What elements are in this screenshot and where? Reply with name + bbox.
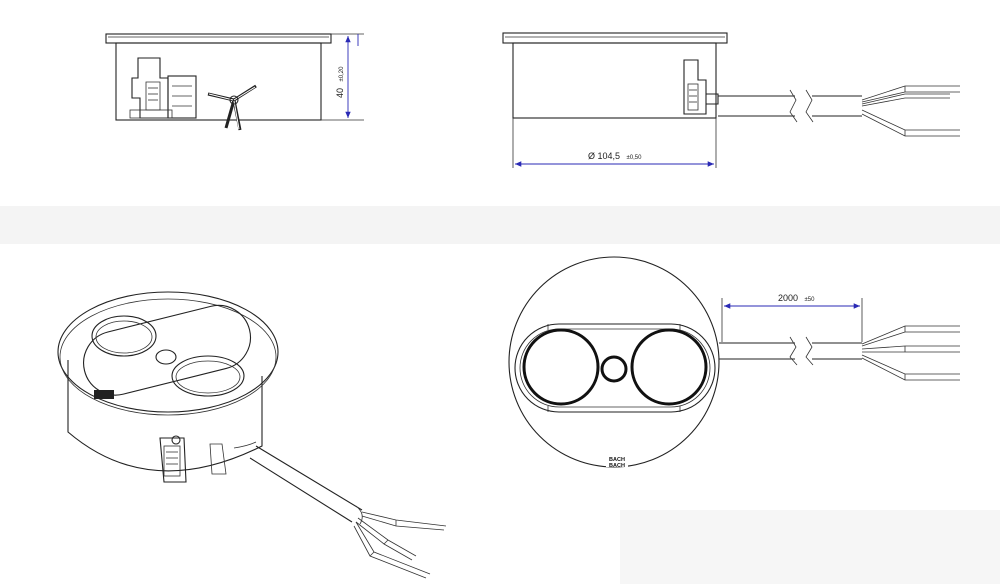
background-corner-patch (620, 510, 1000, 584)
height-dimension-label: 40 ±0,20 (330, 66, 347, 98)
cable-length-dimension-label: 2000 ±50 (778, 288, 815, 305)
svg-text:BACH: BACH (609, 457, 625, 463)
svg-text:BACH: BACH (609, 463, 625, 469)
isometric-view (57, 291, 447, 579)
bach-logo: BACH BACH (606, 455, 628, 469)
separator-band (0, 206, 1000, 244)
side-view-left: 40 ±0,20 (105, 33, 364, 131)
side-view-right: Ø 104,5 ±0,50 (502, 32, 960, 168)
diameter-dimension-label: Ø 104,5 ±0,50 (588, 146, 642, 163)
top-view: BACH BACH 2000 ±50 (508, 256, 960, 469)
